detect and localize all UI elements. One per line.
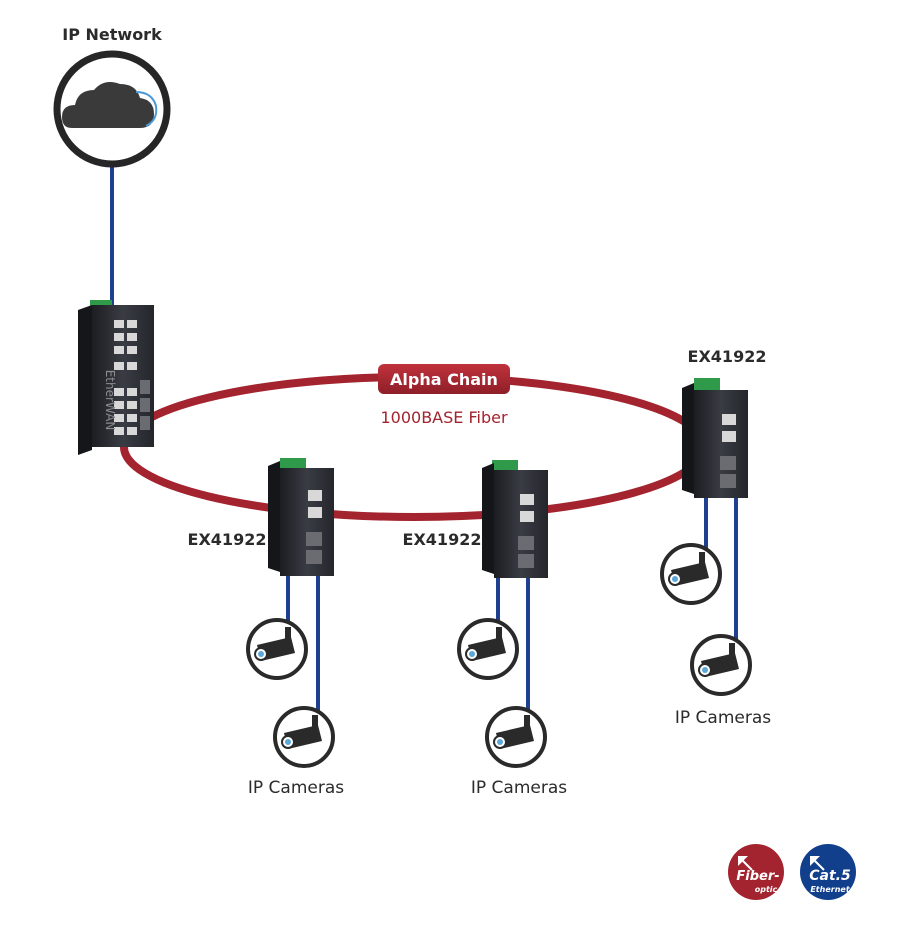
node-2-model: EX41922 [403, 530, 482, 549]
node-1: EX41922 IP Cameras [188, 458, 344, 798]
head-switch: EtherWAN [78, 300, 154, 455]
node-3: EX41922 IP Cameras [660, 347, 771, 728]
security-camera-icon [485, 706, 547, 768]
fiber-legend-line1: Fiber- [736, 869, 779, 884]
node-2: EX41922 IP Cameras [403, 460, 567, 798]
node-1-model: EX41922 [188, 530, 267, 549]
node-2-cameras-label: IP Cameras [471, 778, 567, 798]
fiber-legend-line2: optic [755, 885, 778, 894]
network-label: IP Network [62, 25, 162, 44]
ring-subtitle: 1000BASE Fiber [380, 408, 507, 427]
ring-badge: Alpha Chain [378, 364, 510, 394]
security-camera-icon [457, 618, 519, 680]
ring-badge-label: Alpha Chain [390, 370, 498, 389]
ethernet-legend-line2: Ethernet [810, 885, 850, 894]
head-switch-brand: EtherWAN [103, 370, 117, 431]
fiber-ring [120, 373, 708, 521]
cloud-icon [53, 50, 171, 168]
fiber-optic-icon: Fiber- optic [728, 844, 784, 900]
security-camera-icon [690, 634, 752, 696]
ethernet-legend-line1: Cat.5 [809, 868, 851, 884]
node-3-model: EX41922 [688, 347, 767, 366]
node-3-cameras-label: IP Cameras [675, 708, 771, 728]
security-camera-icon [246, 618, 308, 680]
node-1-cameras-label: IP Cameras [248, 778, 344, 798]
security-camera-icon [273, 706, 335, 768]
cat5-ethernet-icon: Cat.5 Ethernet [800, 844, 856, 900]
security-camera-icon [660, 543, 722, 605]
